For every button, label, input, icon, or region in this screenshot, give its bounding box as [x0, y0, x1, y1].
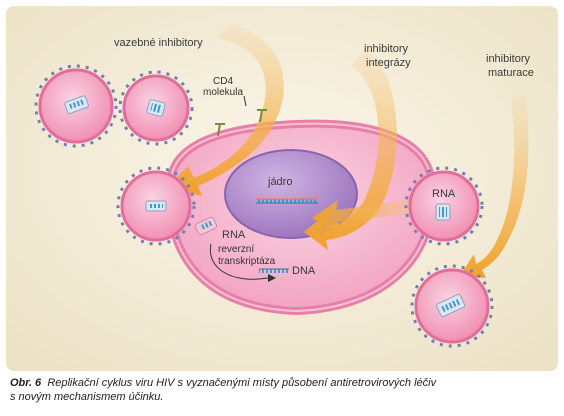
binding-inhibitors-label: vazebné inhibitory	[114, 37, 203, 49]
integrase-inhibitors-label-1: inhibitory	[364, 43, 409, 55]
hiv-replication-diagram: jádro RNA reverzní transkriptáza DNA CD4…	[6, 6, 558, 371]
caption-line1: Replikační cyklus viru HIV s vyznačenými…	[47, 377, 437, 389]
virion-free-1	[34, 64, 118, 148]
rt-label-line2: transkriptáza	[218, 256, 276, 267]
rt-arrow	[209, 243, 269, 280]
rt-label-line1: reverzní	[218, 244, 254, 255]
cdna-strand	[259, 268, 289, 273]
maturation-inhibitors-label-1: inhibitory	[486, 53, 531, 65]
rt-arrow-head	[268, 274, 276, 282]
virion-budding-left	[116, 166, 196, 246]
rna-label-cell: RNA	[222, 229, 246, 241]
viral-rna-capsid	[194, 216, 218, 236]
cd4-pointer	[243, 95, 247, 107]
cd4-receptors	[215, 109, 267, 137]
integrase-inhibitor-arrow	[304, 48, 397, 250]
nucleus-label: jádro	[267, 176, 292, 188]
cd4-label-line1: CD4	[213, 76, 233, 87]
inward-arrow	[312, 198, 426, 234]
cd4-label-line2: molekula	[203, 87, 243, 98]
figure-number: Obr. 6	[10, 377, 42, 389]
dna-label: DNA	[292, 265, 316, 277]
maturation-inhibitors-label-2: maturace	[488, 67, 534, 79]
nuclear-dna	[256, 198, 318, 204]
integrase-inhibitors-label-2: integrázy	[366, 57, 411, 69]
maturation-inhibitor-arrow	[460, 96, 529, 278]
figure-caption: Obr. 6 Replikační cyklus viru HIV s vyzn…	[10, 376, 558, 404]
virion-maturing	[410, 264, 494, 348]
rna-label-bud: RNA	[432, 188, 456, 200]
virion-free-2	[118, 70, 194, 146]
virion-budding-right	[404, 166, 484, 246]
caption-line2: s novým mechanismem účinku.	[10, 391, 164, 403]
